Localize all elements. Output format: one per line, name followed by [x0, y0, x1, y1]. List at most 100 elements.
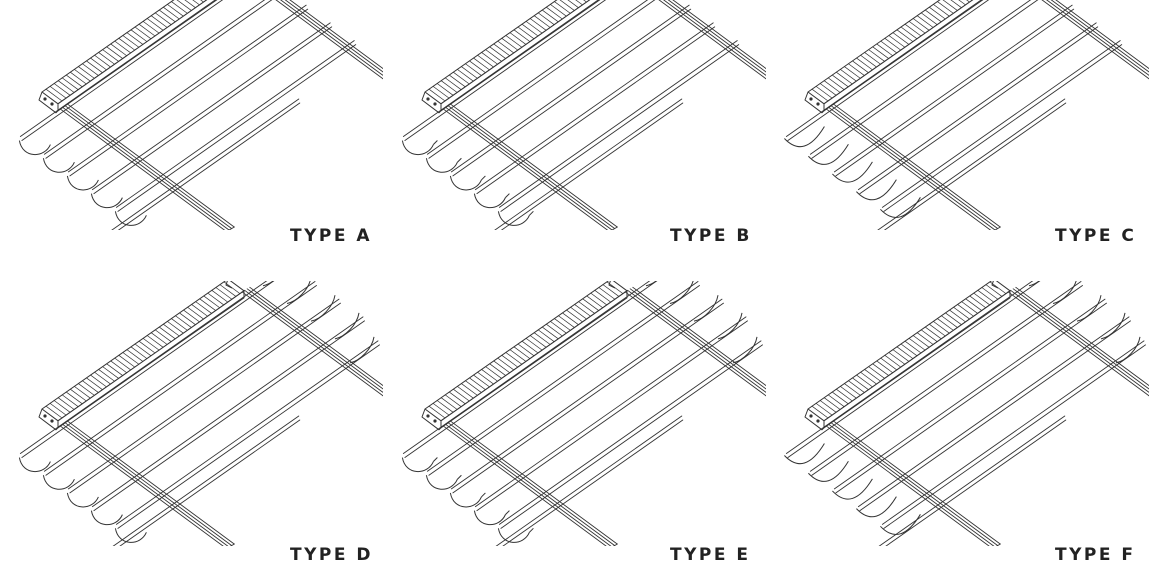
cassette-bolt	[809, 414, 813, 418]
cassette-rib	[432, 402, 450, 416]
awning-drawing	[18, 0, 383, 230]
fabric-scallop	[856, 496, 897, 518]
cassette-rib	[134, 26, 152, 40]
cassette-rib	[444, 394, 462, 408]
fabric-rear-drape	[1100, 312, 1126, 340]
cassette-bolt	[43, 97, 47, 101]
guide-arm-left	[445, 106, 613, 230]
cassette-bolt	[809, 97, 813, 101]
cassette-rib	[82, 63, 99, 76]
guide-arm-left	[830, 105, 999, 229]
cassette-top	[807, 281, 1011, 422]
cassette-front	[57, 0, 218, 112]
awning-drawing	[401, 0, 766, 230]
cassette-bolt	[433, 102, 437, 106]
type-label: TYPE F	[1055, 545, 1136, 565]
guide-arm-right	[1055, 0, 1149, 70]
guide-arm-left-end	[994, 226, 1001, 230]
cassette-rib	[953, 306, 970, 320]
cassette-rib	[501, 354, 519, 368]
fabric-drape	[66, 492, 99, 508]
guide-arm-left	[450, 420, 618, 545]
fabric-drape	[401, 457, 434, 473]
panel-type-b: TYPE B	[383, 0, 766, 281]
cassette-rib	[961, 301, 979, 314]
cassette-rib	[856, 374, 873, 388]
cassette-front	[440, 290, 628, 429]
cassette-rib	[61, 77, 79, 91]
blade-edge	[809, 0, 1032, 155]
cassette-rib	[469, 60, 486, 74]
cassette-rib	[844, 66, 861, 79]
blade-edge	[450, 298, 723, 490]
cassette-rib	[602, 284, 620, 297]
guide-arm-right	[275, 0, 383, 80]
cassette-rib	[567, 0, 579, 9]
cassette-rib	[154, 329, 172, 343]
cassette-rib	[811, 405, 829, 419]
awning-drawing	[784, 0, 1149, 230]
awning-drawing	[18, 281, 383, 546]
cassette-rib	[146, 18, 164, 31]
fabric-drape-tip	[433, 140, 438, 145]
cassette-rib	[583, 0, 587, 3]
cassette-front	[440, 0, 601, 112]
cassette-rib	[428, 88, 446, 102]
cassette-bolt	[43, 414, 47, 418]
cassette-rib	[864, 52, 881, 65]
cassette-rib	[912, 335, 930, 348]
blade-edge	[426, 281, 699, 472]
blade-edge	[93, 320, 365, 512]
cassette-bracket	[991, 281, 999, 289]
fabric-scallop	[784, 443, 825, 465]
cassette-rib	[65, 74, 83, 88]
fabric-scallop	[808, 143, 849, 165]
cassette-rib	[892, 349, 910, 362]
cassette-rib	[154, 12, 172, 26]
cassette-rib	[493, 43, 511, 57]
blade-edge	[428, 0, 656, 159]
blade-edge	[833, 4, 1073, 173]
cassette-rib	[192, 0, 200, 6]
cassette-rib	[888, 352, 906, 365]
guide-arm-left-end	[229, 543, 235, 546]
cassette-rib	[900, 26, 918, 40]
cassette-rib	[82, 380, 99, 393]
cassette-rib	[582, 298, 600, 311]
blade-edge	[809, 281, 1082, 472]
guide-arm-right	[624, 291, 766, 397]
cassette-rib	[966, 0, 970, 3]
cassette-rib	[811, 88, 829, 102]
guide-arm-right	[663, 0, 766, 76]
cassette-bolt	[50, 419, 54, 423]
blade-edge	[785, 281, 1034, 454]
blade-edge	[474, 316, 747, 508]
cassette-rib	[211, 289, 229, 303]
cassette-rib	[199, 298, 217, 311]
blade-edge	[91, 22, 331, 191]
cassette-rib	[477, 371, 494, 385]
cassette-rib	[559, 0, 575, 11]
blade-edge	[93, 26, 333, 195]
cassette-rib	[90, 374, 107, 388]
guide-arm-left	[442, 108, 609, 230]
cassette-rib	[73, 386, 91, 399]
cassette-top	[424, 281, 628, 422]
cassette-bolt	[433, 419, 437, 423]
blade-edge	[881, 40, 1121, 208]
panel-type-c: TYPE C	[766, 0, 1149, 281]
blade-edge	[19, 281, 268, 454]
panel-type-f: TYPE F	[766, 281, 1149, 565]
fabric-drape	[42, 475, 75, 490]
fabric-drape	[449, 492, 482, 508]
cassette-rib	[489, 46, 507, 59]
guide-arm-left	[67, 420, 235, 545]
cassette-rib	[872, 363, 890, 376]
cassette-rib	[110, 360, 128, 374]
blade-edge	[67, 298, 340, 490]
cassette-rib	[831, 74, 849, 88]
cassette-rib	[945, 312, 962, 326]
cassette-rib	[908, 20, 926, 34]
cassette-rib	[541, 326, 559, 340]
cassette-rib	[53, 83, 71, 96]
